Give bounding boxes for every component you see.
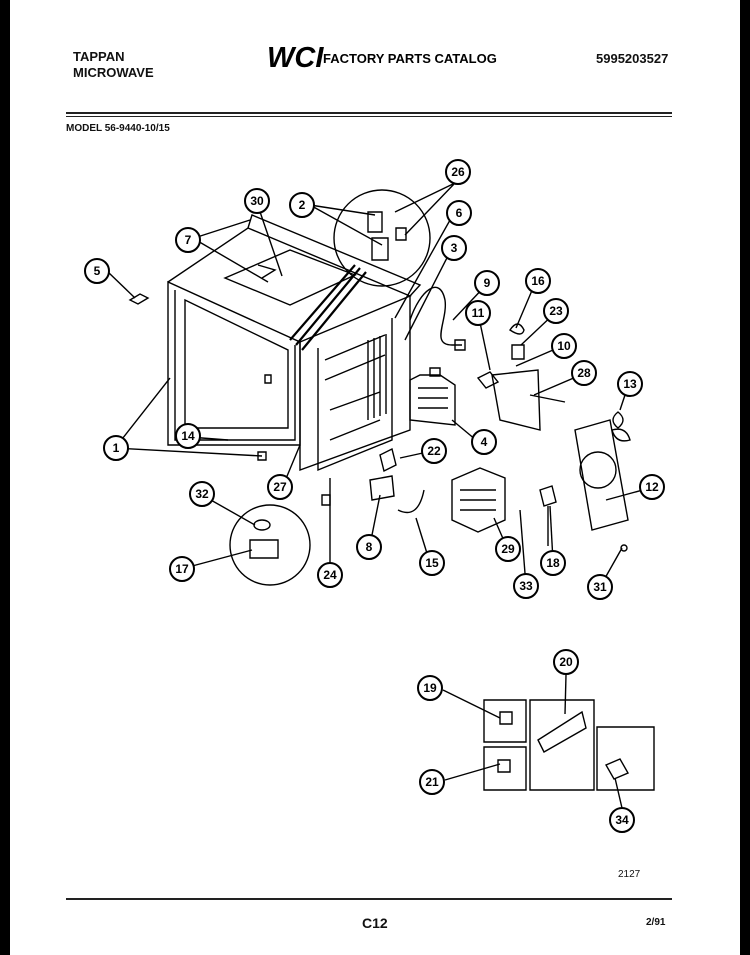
svg-text:3: 3 — [451, 241, 458, 255]
part-callout: 13 — [617, 371, 643, 397]
part-callout: 33 — [513, 573, 539, 599]
part-callout: 32 — [189, 481, 215, 507]
svg-text:8: 8 — [366, 540, 373, 554]
part-callout: 11 — [465, 300, 491, 326]
part-callout: 10 — [551, 333, 577, 359]
part-callout: 20 — [553, 649, 579, 675]
part-callout: 1 — [103, 435, 129, 461]
svg-text:33: 33 — [519, 579, 533, 593]
part-callout: 34 — [609, 807, 635, 833]
svg-text:4: 4 — [481, 435, 488, 449]
part-callout: 8 — [356, 534, 382, 560]
page-code: C12 — [362, 915, 388, 931]
part-callout: 22 — [421, 438, 447, 464]
svg-text:18: 18 — [546, 556, 560, 570]
svg-text:29: 29 — [501, 542, 515, 556]
part-callout: 21 — [419, 769, 445, 795]
part-callout: 28 — [571, 360, 597, 386]
part-callout: 9 — [474, 270, 500, 296]
svg-text:16: 16 — [531, 274, 545, 288]
svg-text:28: 28 — [577, 366, 591, 380]
svg-text:30: 30 — [250, 194, 264, 208]
part-callout: 29 — [495, 536, 521, 562]
svg-text:5: 5 — [94, 264, 101, 278]
svg-text:2: 2 — [299, 198, 306, 212]
header-rule — [66, 112, 672, 114]
part-callout: 18 — [540, 550, 566, 576]
publication-date: 2/91 — [646, 917, 666, 928]
part-callout: 3 — [441, 235, 467, 261]
svg-text:26: 26 — [451, 165, 465, 179]
drawing-number: 2127 — [618, 869, 641, 880]
svg-text:34: 34 — [615, 813, 629, 827]
part-callout: 26 — [445, 159, 471, 185]
svg-text:6: 6 — [456, 206, 463, 220]
part-callout: 17 — [169, 556, 195, 582]
product-type: MICROWAVE — [73, 65, 154, 80]
part-callout: 15 — [419, 550, 445, 576]
svg-text:31: 31 — [593, 580, 607, 594]
part-callout: 14 — [175, 423, 201, 449]
svg-text:32: 32 — [195, 487, 209, 501]
part-callout: 5 — [84, 258, 110, 284]
svg-text:WCI: WCI — [267, 42, 324, 72]
part-callout: 23 — [543, 298, 569, 324]
brand-name: TAPPAN — [73, 49, 125, 64]
svg-text:27: 27 — [273, 480, 287, 494]
svg-text:21: 21 — [425, 775, 439, 789]
part-callout: 6 — [446, 200, 472, 226]
wci-logo: WCI — [267, 42, 324, 72]
part-callout: 31 — [587, 574, 613, 600]
part-callouts: 1 2 3 4 5 6 7 8 9 10 11 12 13 14 15 16 1… — [84, 159, 665, 833]
part-callout: 19 — [417, 675, 443, 701]
right-frame-edge — [740, 0, 750, 955]
svg-text:1: 1 — [113, 441, 120, 455]
svg-text:9: 9 — [484, 276, 491, 290]
svg-text:22: 22 — [427, 444, 441, 458]
part-callout: 27 — [267, 474, 293, 500]
svg-text:11: 11 — [472, 306, 485, 320]
svg-text:14: 14 — [181, 429, 195, 443]
catalog-number: 5995203527 — [596, 51, 669, 66]
svg-text:10: 10 — [557, 339, 571, 353]
svg-text:19: 19 — [423, 681, 437, 695]
svg-text:15: 15 — [425, 556, 439, 570]
svg-text:12: 12 — [645, 480, 659, 494]
part-callout: 12 — [639, 474, 665, 500]
model-number: MODEL 56-9440-10/15 — [66, 123, 170, 134]
svg-text:17: 17 — [175, 562, 189, 576]
part-callout: 16 — [525, 268, 551, 294]
svg-text:13: 13 — [623, 377, 637, 391]
svg-text:20: 20 — [559, 655, 573, 669]
svg-text:23: 23 — [549, 304, 563, 318]
part-callout: 4 — [471, 429, 497, 455]
part-callout: 7 — [175, 227, 201, 253]
footer-rule — [66, 898, 672, 900]
left-frame-edge — [0, 0, 10, 955]
part-callout: 24 — [317, 562, 343, 588]
part-callout: 2 — [289, 192, 315, 218]
diagram-drawing — [107, 182, 655, 809]
svg-text:24: 24 — [323, 568, 337, 582]
catalog-title: FACTORY PARTS CATALOG — [323, 51, 497, 66]
svg-text:7: 7 — [185, 233, 192, 247]
part-callout: 30 — [244, 188, 270, 214]
header-rule-thin — [66, 116, 672, 117]
